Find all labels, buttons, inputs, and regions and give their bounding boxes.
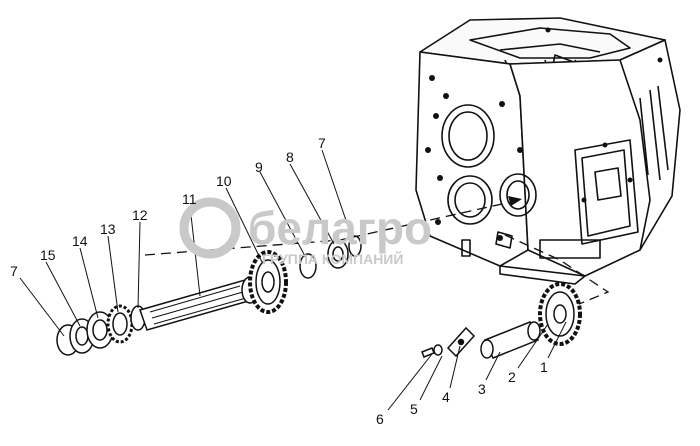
callout-1: 1 [540, 359, 548, 375]
callout-7-left: 7 [10, 263, 18, 279]
part-8-bearing [327, 239, 349, 269]
counter-shaft-assembly [421, 282, 582, 359]
watermark-tagline: ГРУППА КОМПАНИЙ [262, 250, 403, 267]
part-7-snap-ring-right [348, 235, 362, 257]
callout-6: 6 [376, 411, 384, 427]
watermark-brand: белагро [248, 202, 432, 254]
part-1-gear [538, 282, 582, 346]
callout-15: 15 [40, 247, 56, 263]
callout-8: 8 [286, 149, 294, 165]
callout-7-right: 7 [318, 135, 326, 151]
axis-arrowhead [508, 196, 522, 206]
callout-11: 11 [182, 191, 197, 207]
callout-9: 9 [255, 159, 263, 175]
part-9-ring [299, 253, 317, 279]
callout-10: 10 [216, 173, 232, 189]
callout-14: 14 [72, 233, 88, 249]
part-6-bolt [421, 347, 435, 358]
part-3-shaft [480, 321, 541, 359]
main-shaft-assembly [56, 235, 362, 356]
watermark: белагро ГРУППА КОМПАНИЙ [179, 197, 432, 267]
callout-12: 12 [132, 207, 148, 223]
part-13-gear [106, 304, 134, 344]
callout-5: 5 [410, 401, 418, 417]
callout-labels: 7 15 14 13 12 11 10 9 8 7 6 5 4 3 2 1 [10, 135, 548, 427]
gearbox-housing [415, 17, 681, 285]
part-5-washer [433, 344, 443, 356]
watermark-logo-icon [179, 197, 241, 259]
callout-3: 3 [478, 381, 486, 397]
callout-4: 4 [442, 389, 450, 405]
callout-13: 13 [100, 221, 116, 237]
leader-lines [19, 149, 567, 411]
part-10-gear [248, 250, 288, 314]
callout-2: 2 [508, 369, 516, 385]
